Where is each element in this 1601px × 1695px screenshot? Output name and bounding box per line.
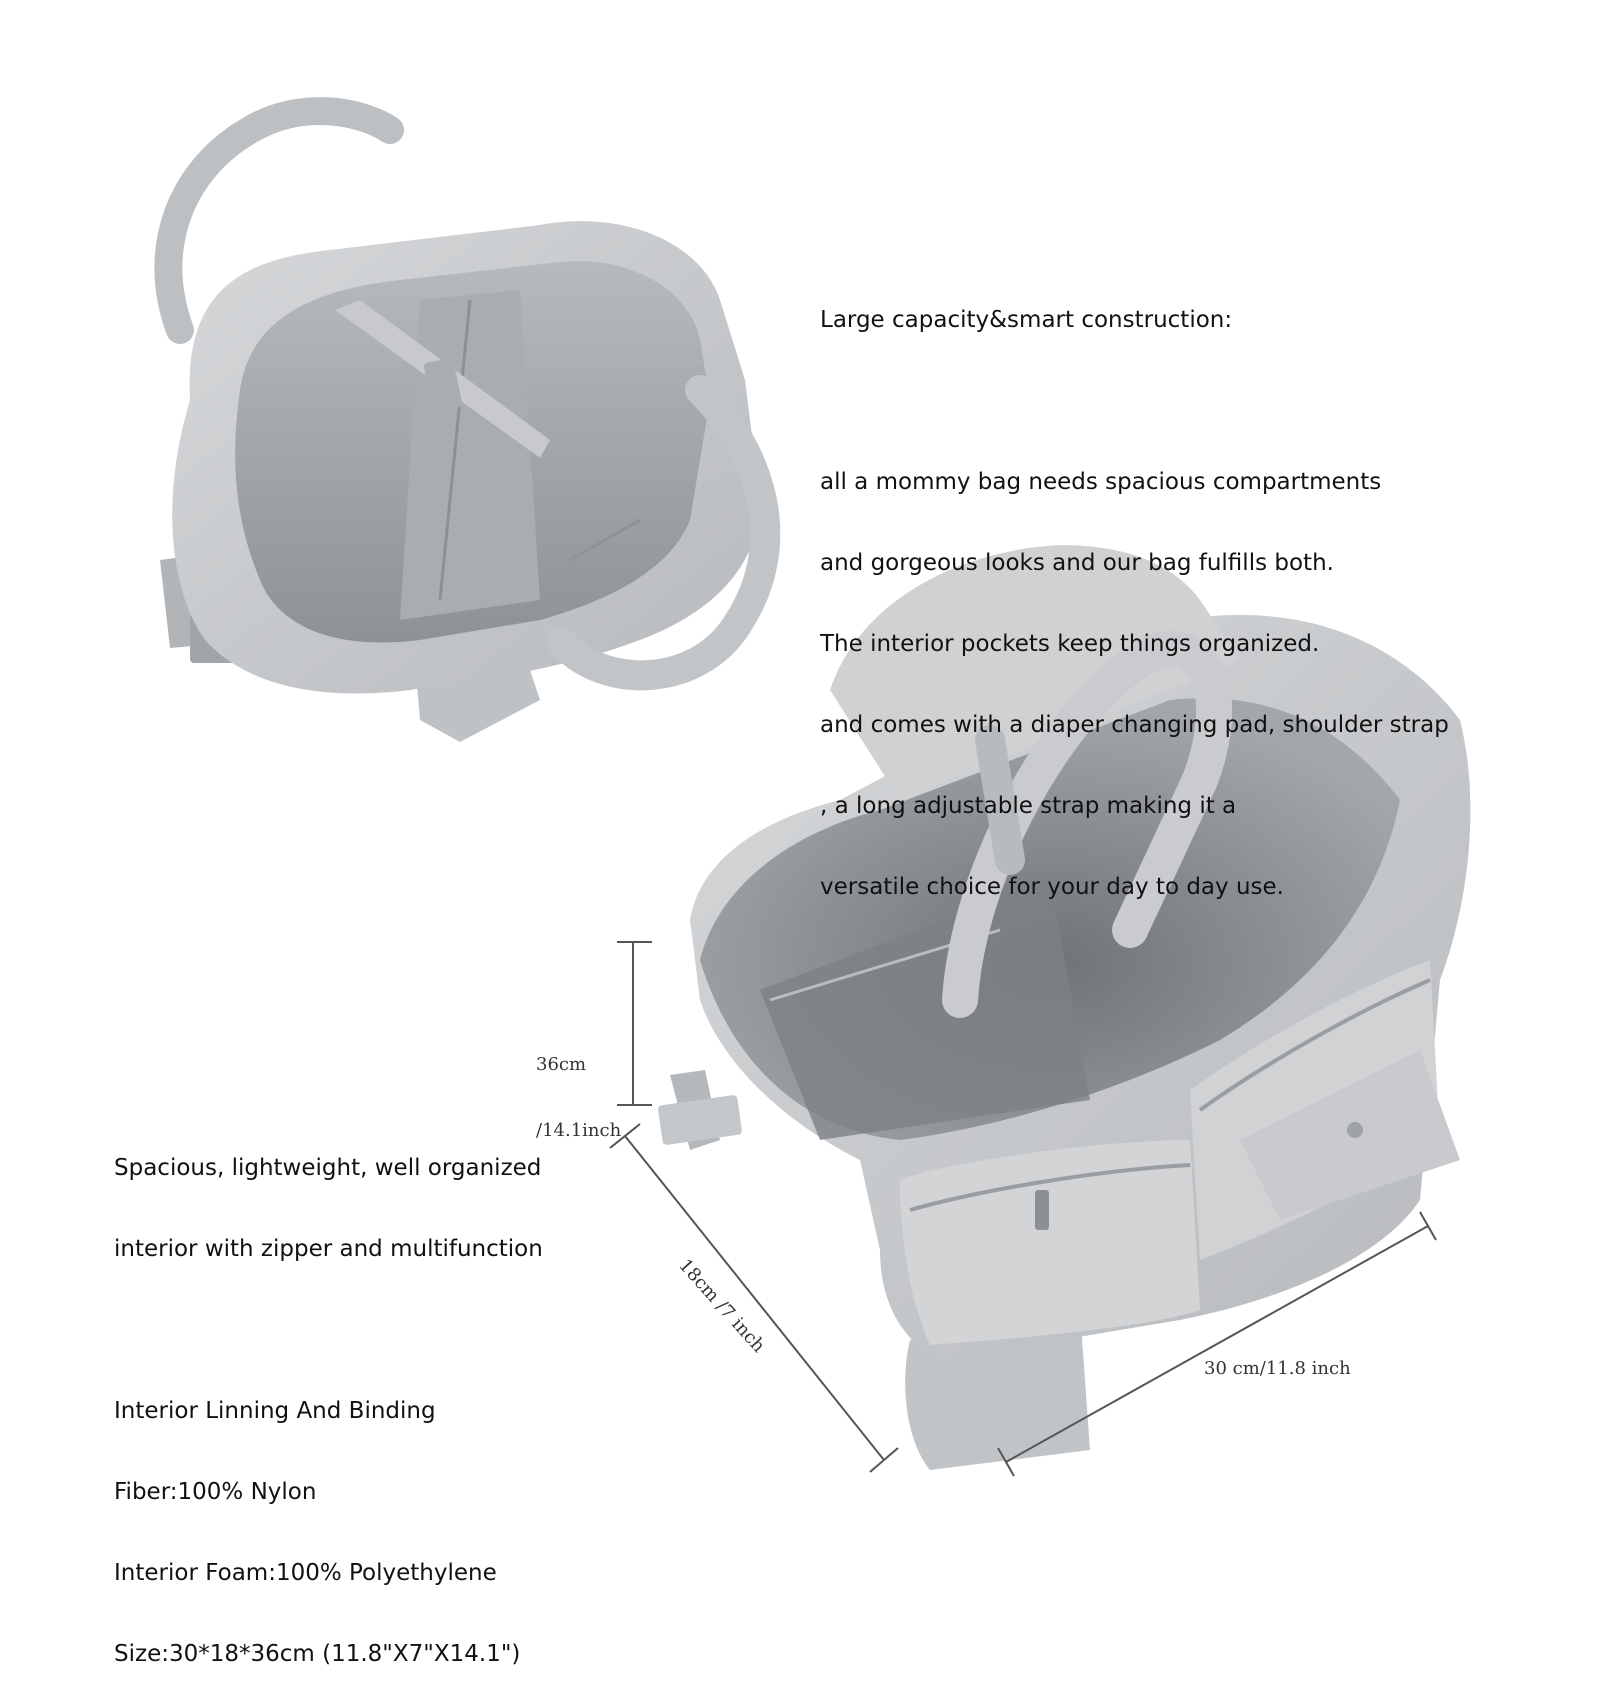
spec-line: Size:30*18*36cm (11.8"X7"X14.1") <box>114 1641 521 1667</box>
zipper-pull-left <box>1035 1190 1049 1230</box>
pocket-zipper-top-view <box>569 518 641 562</box>
spec-line: Interior Linning And Binding <box>114 1398 436 1424</box>
description-line: and comes with a diaper changing pad, sh… <box>820 712 1449 738</box>
handle-back-angled <box>975 725 1025 875</box>
description-line: The interior pockets keep things organiz… <box>820 631 1320 657</box>
interior-divider-angled <box>760 880 1090 1140</box>
description-line: all a mommy bag needs spacious compartme… <box>820 469 1382 495</box>
spec-spacer <box>114 1316 543 1345</box>
spec-intro-line: Spacious, lightweight, well organized <box>114 1155 542 1181</box>
snap-button <box>1347 1122 1363 1138</box>
bag-top-view <box>154 97 781 742</box>
spec-intro-line: interior with zipper and multifunction <box>114 1236 543 1262</box>
width-dimension-label: 30 cm/11.8 inch <box>1204 1358 1351 1379</box>
description-heading: Large capacity&smart construction: <box>820 307 1233 333</box>
bag-angled-view <box>658 545 1471 1470</box>
spec-line: Fiber:100% Nylon <box>114 1479 317 1505</box>
center-buckle <box>423 358 463 412</box>
width-dimension-line <box>1005 1225 1429 1463</box>
depth-tick-top <box>609 1123 641 1149</box>
width-tick-right <box>1419 1211 1437 1241</box>
front-pocket-zipper-left <box>909 1163 1191 1212</box>
interior-divider <box>400 290 540 620</box>
product-specifications: Spacious, lightweight, well organized in… <box>114 1102 543 1695</box>
product-photo-scene <box>154 97 1471 1477</box>
depth-tick-bottom <box>869 1447 899 1473</box>
front-pocket-left <box>900 1140 1200 1345</box>
description-spacer <box>820 387 1449 416</box>
handle-right-top-view <box>545 375 781 691</box>
height-dimension-label: 36cm /14.1inch <box>536 1010 621 1164</box>
strap-buckle-side <box>658 1095 742 1145</box>
height-dimension-inch: /14.1inch <box>536 1120 622 1141</box>
handle-left-top-view <box>154 97 404 344</box>
spec-line: Interior Foam:100% Polyethylene <box>114 1560 497 1586</box>
dimension-lines <box>609 941 1437 1477</box>
description-line: versatile choice for your day to day use… <box>820 874 1284 900</box>
width-tick-left <box>997 1447 1015 1477</box>
depth-dimension-line <box>624 1135 885 1461</box>
front-pocket-zipper-right <box>1198 978 1431 1112</box>
product-description: Large capacity&smart construction: all a… <box>820 254 1449 928</box>
bag-rim-angled-view <box>830 545 1240 800</box>
height-dimension-cm: 36cm <box>536 1054 587 1075</box>
description-line: , a long adjustable strap making it a <box>820 793 1237 819</box>
interior-zipper-line <box>438 299 472 601</box>
description-line: and gorgeous looks and our bag fulfills … <box>820 550 1334 576</box>
handle-front-angled <box>942 630 1233 1018</box>
